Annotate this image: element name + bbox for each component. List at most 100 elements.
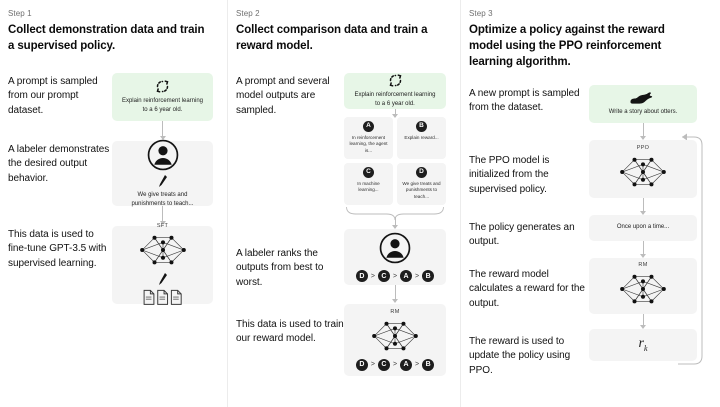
step-3-number: Step 3	[469, 9, 493, 18]
step-2-panel: Step 2 Collect comparison data and train…	[227, 0, 460, 407]
reward-value-card: rk	[589, 328, 697, 361]
model-outputs-grid: A In reinforcement learning, the agent i…	[344, 116, 446, 205]
step-2-body: A prompt and several model outputs are s…	[236, 72, 446, 376]
step-1-title: Collect demonstration data and train a s…	[8, 24, 205, 52]
ranking-row-labeler: D > C > A > B	[355, 270, 435, 283]
step-1-caption-1: A prompt is sampled from our prompt data…	[8, 75, 98, 116]
rm-rank-3-bubble: A	[400, 358, 413, 371]
rm-rank-sep-3: >	[415, 361, 420, 369]
prompt-text-step3: Write a story about otters.	[608, 108, 678, 115]
refresh-icon-step2	[388, 73, 403, 88]
step-3-visual-3: Once upon a time...	[589, 214, 697, 258]
output-option-b: B Explain reward...	[397, 116, 446, 159]
step-1-visual-3: SFT	[112, 223, 213, 306]
step-3-panel: Step 3 Optimize a policy against the rew…	[460, 0, 720, 407]
sft-model-card: SFT	[112, 223, 213, 306]
step-3-visual-4: RM	[589, 257, 697, 329]
step-3-caption-4: The reward model calculates a reward for…	[469, 268, 585, 309]
step-3-row-rm: The reward model calculates a reward for…	[469, 257, 706, 329]
demonstration-text: We give treats and punishments to teach.…	[131, 191, 194, 207]
step-1-panel: Step 1 Collect demonstration data and tr…	[0, 0, 227, 407]
rank-4-bubble: B	[422, 270, 435, 283]
pencil-icon	[157, 174, 169, 188]
ppo-model-label: PPO	[636, 145, 650, 152]
sft-model-label: SFT	[156, 223, 169, 230]
option-letter-a: A	[363, 120, 374, 132]
step-3-caption-1: A new prompt is sampled from the dataset…	[469, 87, 580, 114]
option-text-a: In reinforcement learning, the agent is.…	[349, 134, 388, 154]
arrow-3-2	[640, 197, 646, 215]
arrow-1-2	[159, 205, 166, 225]
step-3-title: Optimize a policy against the reward mod…	[469, 24, 665, 68]
step-1-row-demo: A labeler demonstrates the desired outpu…	[8, 138, 213, 225]
step-1-caption-3: This data is used to fine-tune GPT-3.5 w…	[8, 228, 107, 269]
output-option-a: A In reinforcement learning, the agent i…	[344, 116, 393, 159]
ppo-model-card: PPO	[589, 139, 697, 198]
step-1-visual-2: We give treats and punishments to teach.…	[112, 138, 213, 225]
demonstration-card: We give treats and punishments to teach.…	[112, 138, 213, 207]
rm-rank-sep-1: >	[370, 361, 375, 369]
option-text-d: We give treats and punishments to teach.…	[402, 180, 441, 199]
neural-network-icon-rm-step3	[616, 269, 670, 309]
rank-2-bubble: C	[377, 270, 390, 283]
step-1-row-prompt: A prompt is sampled from our prompt data…	[8, 72, 213, 140]
step-3-row-ppo: The PPO model is initialized from the su…	[469, 139, 706, 215]
rank-sep-3: >	[415, 272, 420, 280]
step-2-caption-3: This data is used to train our reward mo…	[236, 318, 344, 345]
reward-symbol: r	[638, 336, 644, 352]
step-3-row-reward: The reward is used to update the policy …	[469, 328, 706, 379]
prompt-card-step2: Explain reinforcement learning to a 6 ye…	[344, 72, 446, 109]
arrow-2-1	[392, 108, 398, 118]
pencil-icon-sft	[157, 272, 169, 286]
option-letter-c: C	[363, 166, 374, 178]
rm-model-label: RM	[390, 308, 400, 315]
neural-network-icon-ppo	[616, 152, 670, 192]
arrow-1-1	[159, 120, 166, 140]
step-2-number: Step 2	[236, 9, 260, 18]
prompt-text-step2: Explain reinforcement learning to a 6 ye…	[354, 91, 436, 107]
rm-rank-sep-2: >	[392, 361, 398, 369]
rm-rank-4-bubble: B	[422, 358, 435, 371]
labeler-person-icon-step2	[378, 231, 412, 265]
arrow-3-1	[640, 122, 646, 140]
refresh-icon	[155, 79, 170, 94]
step-3-caption-2: The PPO model is initialized from the su…	[469, 154, 550, 195]
step-3-row-prompt: A new prompt is sampled from the dataset…	[469, 84, 706, 140]
rm-rank-1-bubble: D	[355, 358, 368, 371]
prompt-card-step1: Explain reinforcement learning to a 6 ye…	[112, 72, 213, 121]
step-3-visual-1: Write a story about otters.	[589, 84, 697, 140]
rank-sep-1: >	[370, 272, 375, 280]
step-3-visual-2: PPO	[589, 139, 697, 215]
step-3-row-output: The policy generates an output. Once upo…	[469, 214, 706, 258]
step-3-body: A new prompt is sampled from the dataset…	[469, 84, 706, 379]
step-2-visual-2: D > C > A > B	[344, 228, 446, 303]
step-3-visual-5: rk	[589, 328, 697, 361]
labeler-person-icon	[146, 138, 180, 172]
step-1-row-sft: This data is used to fine-tune GPT-3.5 w…	[8, 223, 213, 306]
step-1-visual-1: Explain reinforcement learning to a 6 ye…	[112, 72, 213, 140]
step-1-caption-2: A labeler demonstrates the desired outpu…	[8, 143, 110, 184]
rm-model-label-step3: RM	[638, 262, 648, 269]
policy-output-card: Once upon a time...	[589, 214, 697, 241]
step-2-caption-1: A prompt and several model outputs are s…	[236, 75, 330, 116]
ranking-card: D > C > A > B	[344, 228, 446, 285]
prompt-card-step3: Write a story about otters.	[589, 84, 697, 123]
option-text-c: In machine learning...	[357, 180, 380, 193]
rank-3-bubble: A	[400, 270, 413, 283]
step-2-row-rank: A labeler ranks the outputs from best to…	[236, 228, 446, 303]
step-1-body: A prompt is sampled from our prompt data…	[8, 72, 213, 306]
output-option-c: C In machine learning...	[344, 162, 393, 205]
arrow-2-2	[392, 216, 398, 229]
reward-formula: rk	[638, 336, 647, 353]
arrow-3-3	[640, 240, 646, 258]
ranking-row-rm: D > C > A > B	[355, 358, 435, 371]
reward-subscript: k	[643, 343, 648, 353]
option-letter-d: D	[416, 166, 427, 178]
reward-model-card-step3: RM	[589, 257, 697, 314]
option-letter-b: B	[416, 120, 427, 132]
rank-1-bubble: D	[355, 270, 368, 283]
step-3-caption-5: The reward is used to update the policy …	[469, 335, 571, 376]
arrow-2-3	[392, 284, 398, 303]
reward-model-card: RM	[344, 303, 446, 376]
